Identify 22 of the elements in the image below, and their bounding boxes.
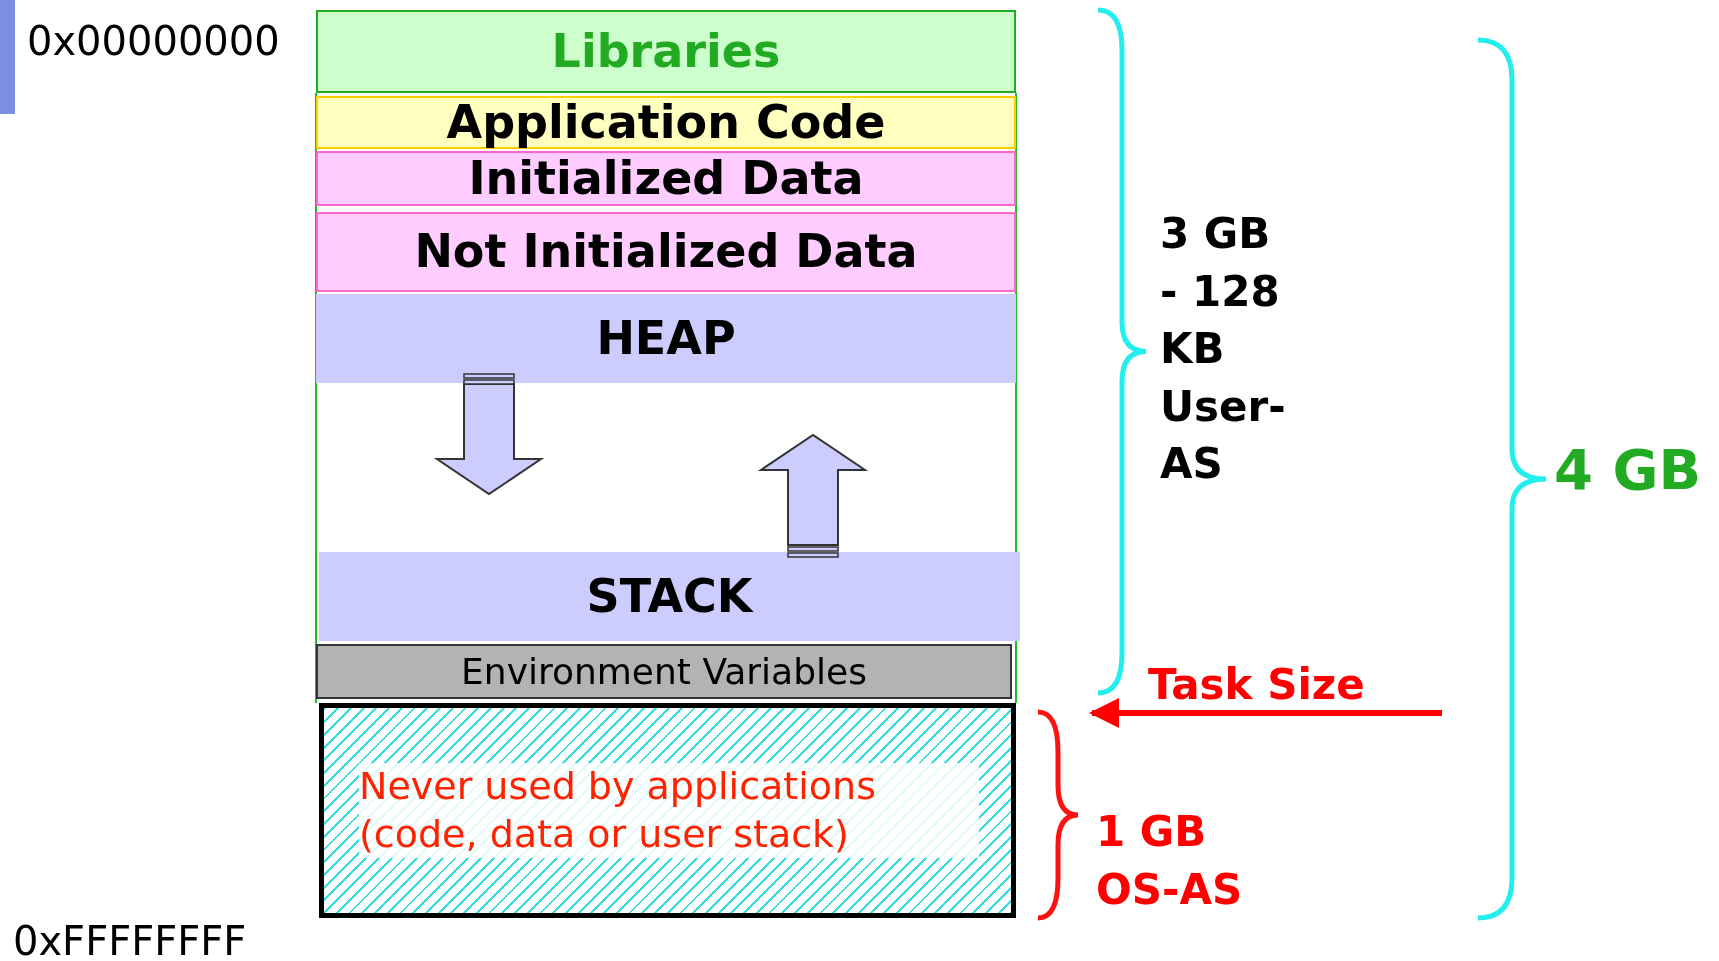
segment-label: HEAP	[596, 309, 736, 367]
segment-label: STACK	[586, 567, 753, 625]
kernel-region	[319, 703, 1016, 918]
segment-label: Application Code	[446, 93, 886, 151]
boundary-label: Task Size	[1148, 659, 1365, 711]
segment-label: Libraries	[551, 22, 781, 80]
code-segment	[316, 96, 1016, 149]
size-label: 4 GB	[1554, 436, 1702, 504]
address-label: 0x00000000	[27, 17, 280, 66]
segment-label: Initialized Data	[468, 149, 864, 207]
environment-segment	[316, 644, 1012, 699]
size-label: 1 GB OS-AS	[1096, 806, 1244, 916]
data-segment	[316, 151, 1016, 206]
libraries-segment	[316, 10, 1016, 93]
segment-label: Not Initialized Data	[414, 223, 918, 281]
segment-label: Environment Variables	[461, 650, 867, 694]
address-label: 0xFFFFFFFF	[13, 917, 247, 961]
stack-segment	[319, 552, 1020, 641]
bss-segment	[316, 212, 1016, 292]
segment-label: Never used by applications (code, data or user stack)	[359, 763, 979, 858]
size-label: 3 GB - 128 KB User-AS	[1160, 208, 1287, 491]
heap-segment	[316, 294, 1016, 383]
